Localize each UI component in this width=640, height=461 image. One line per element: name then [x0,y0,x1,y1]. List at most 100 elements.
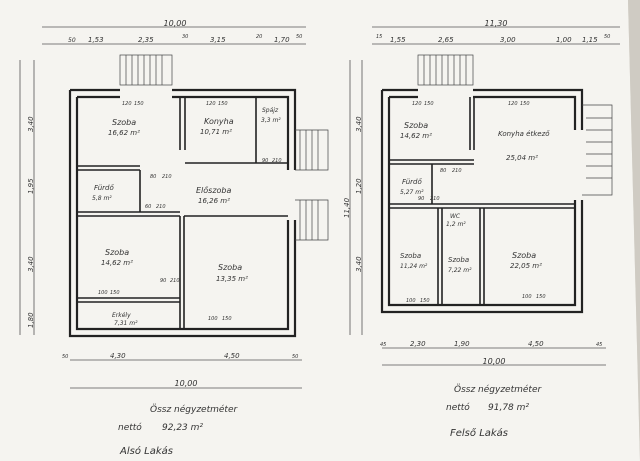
svg-text:2,30: 2,30 [410,340,426,348]
room-area: 11,24 m² [400,263,428,270]
plan-title: Felső Lakás [450,427,508,439]
top-dims: 15 1,55 2,65 3,00 1,00 1,15 50 [376,34,610,44]
room-name: Konyha étkező [498,129,550,138]
room-name: Szoba [218,263,242,272]
overall-width-top: 11,30 [485,19,508,28]
interior-walls [77,97,288,329]
svg-text:50: 50 [292,354,298,360]
room-labels: Szoba 14,62 m² Konyha étkező 25,04 m² Fü… [400,121,550,274]
svg-text:80: 80 [150,174,156,180]
svg-text:210: 210 [162,174,172,180]
room-name: Konyha [204,117,234,126]
net-label: nettó [118,422,142,433]
overall-width-bottom: 10,00 [175,379,198,388]
svg-text:150: 150 [536,294,546,300]
room-area: 5,27 m² [400,189,424,196]
bottom-dims: 45 2,30 1,90 4,50 45 [380,340,602,348]
svg-text:1,55: 1,55 [390,36,406,44]
svg-text:50: 50 [68,37,76,44]
entry-stairs [119,54,173,86]
svg-text:150: 150 [110,290,120,296]
svg-text:4,50: 4,50 [224,352,240,360]
svg-text:3,40: 3,40 [27,256,35,272]
net-label: nettó [446,402,470,413]
svg-text:210: 210 [156,204,166,210]
svg-text:100: 100 [406,298,416,304]
room-name: Szoba [512,251,536,260]
svg-text:50: 50 [296,34,302,40]
svg-text:50: 50 [604,34,610,40]
svg-text:3,40: 3,40 [355,116,363,132]
svg-text:150: 150 [218,101,228,107]
room-area: 22,05 m² [510,262,542,270]
svg-text:1,95: 1,95 [27,178,35,194]
side-stairs [295,129,329,241]
lower-apartment-plan: 10,00 50 1,53 2,35 30 3,15 20 1,70 50 3,… [19,19,329,457]
svg-text:2,65: 2,65 [438,36,454,44]
interior-walls [389,97,575,305]
svg-text:3,40: 3,40 [355,256,363,272]
svg-text:120: 120 [122,101,132,107]
outer-walls [68,88,297,338]
svg-text:45: 45 [380,342,386,348]
svg-text:1,80: 1,80 [27,312,35,328]
svg-text:1,90: 1,90 [454,340,470,348]
svg-text:3,40: 3,40 [27,116,35,132]
room-area: 7,31 m² [114,320,138,327]
svg-text:150: 150 [424,101,434,107]
room-name: Erkély [112,312,131,319]
svg-text:1,15: 1,15 [582,36,598,44]
svg-text:1,53: 1,53 [88,36,104,44]
total-area-label: Össz négyzetméter [150,404,238,415]
overall-height: 11,40 [343,197,351,218]
svg-text:1,70: 1,70 [274,36,290,44]
svg-text:150: 150 [420,298,430,304]
room-area: 1,2 m² [446,221,466,228]
bottom-dims: 50 4,30 4,50 50 [62,352,298,360]
svg-text:45: 45 [596,342,602,348]
svg-text:90: 90 [160,278,166,284]
svg-text:30: 30 [182,34,188,40]
svg-text:3,15: 3,15 [210,36,226,44]
left-dims: 3,40 1,95 3,40 1,80 [27,116,35,328]
room-area: 16,62 m² [108,129,140,137]
svg-text:4,50: 4,50 [528,340,544,348]
svg-text:120: 120 [206,101,216,107]
svg-text:120: 120 [508,101,518,107]
svg-text:1,00: 1,00 [556,36,572,44]
room-name: Fürdő [402,177,423,186]
left-dims: 3,40 1,20 3,40 [355,116,363,272]
room-area: 5,8 m² [92,195,112,202]
svg-text:100: 100 [98,290,108,296]
room-name: Szoba [105,248,129,257]
top-dims: 50 1,53 2,35 30 3,15 20 1,70 50 [68,34,302,44]
svg-text:2,35: 2,35 [138,36,154,44]
entry-stairs [417,54,474,86]
svg-text:3,00: 3,00 [500,36,516,44]
svg-text:1,20: 1,20 [355,178,363,194]
svg-text:120: 120 [412,101,422,107]
upper-apartment-plan: 11,30 15 1,55 2,65 3,00 1,00 1,15 50 11,… [343,19,620,439]
room-name: Spájz [262,107,279,114]
overall-width-bottom: 10,00 [483,357,506,366]
room-area: 25,04 m² [506,154,538,162]
svg-text:100: 100 [522,294,532,300]
room-name: Előszoba [196,186,232,195]
room-area: 13,35 m² [216,275,248,283]
room-name: Szoba [112,118,136,127]
net-area: 92,23 m² [162,423,203,433]
svg-text:60: 60 [145,204,151,210]
paper-shadow [628,0,640,461]
opening-labels: 120 150 120 150 80 210 90 210 100 150 10… [406,101,546,304]
room-name: Szoba [448,256,469,264]
outer-walls [380,88,584,314]
room-area: 10,71 m² [200,128,232,136]
svg-text:90: 90 [262,158,268,164]
svg-text:150: 150 [520,101,530,107]
room-area: 3,3 m² [261,117,281,124]
room-labels: Szoba 16,62 m² Konyha 10,71 m² Spájz 3,3… [92,107,281,327]
svg-text:150: 150 [222,316,232,322]
svg-text:15: 15 [376,34,382,40]
